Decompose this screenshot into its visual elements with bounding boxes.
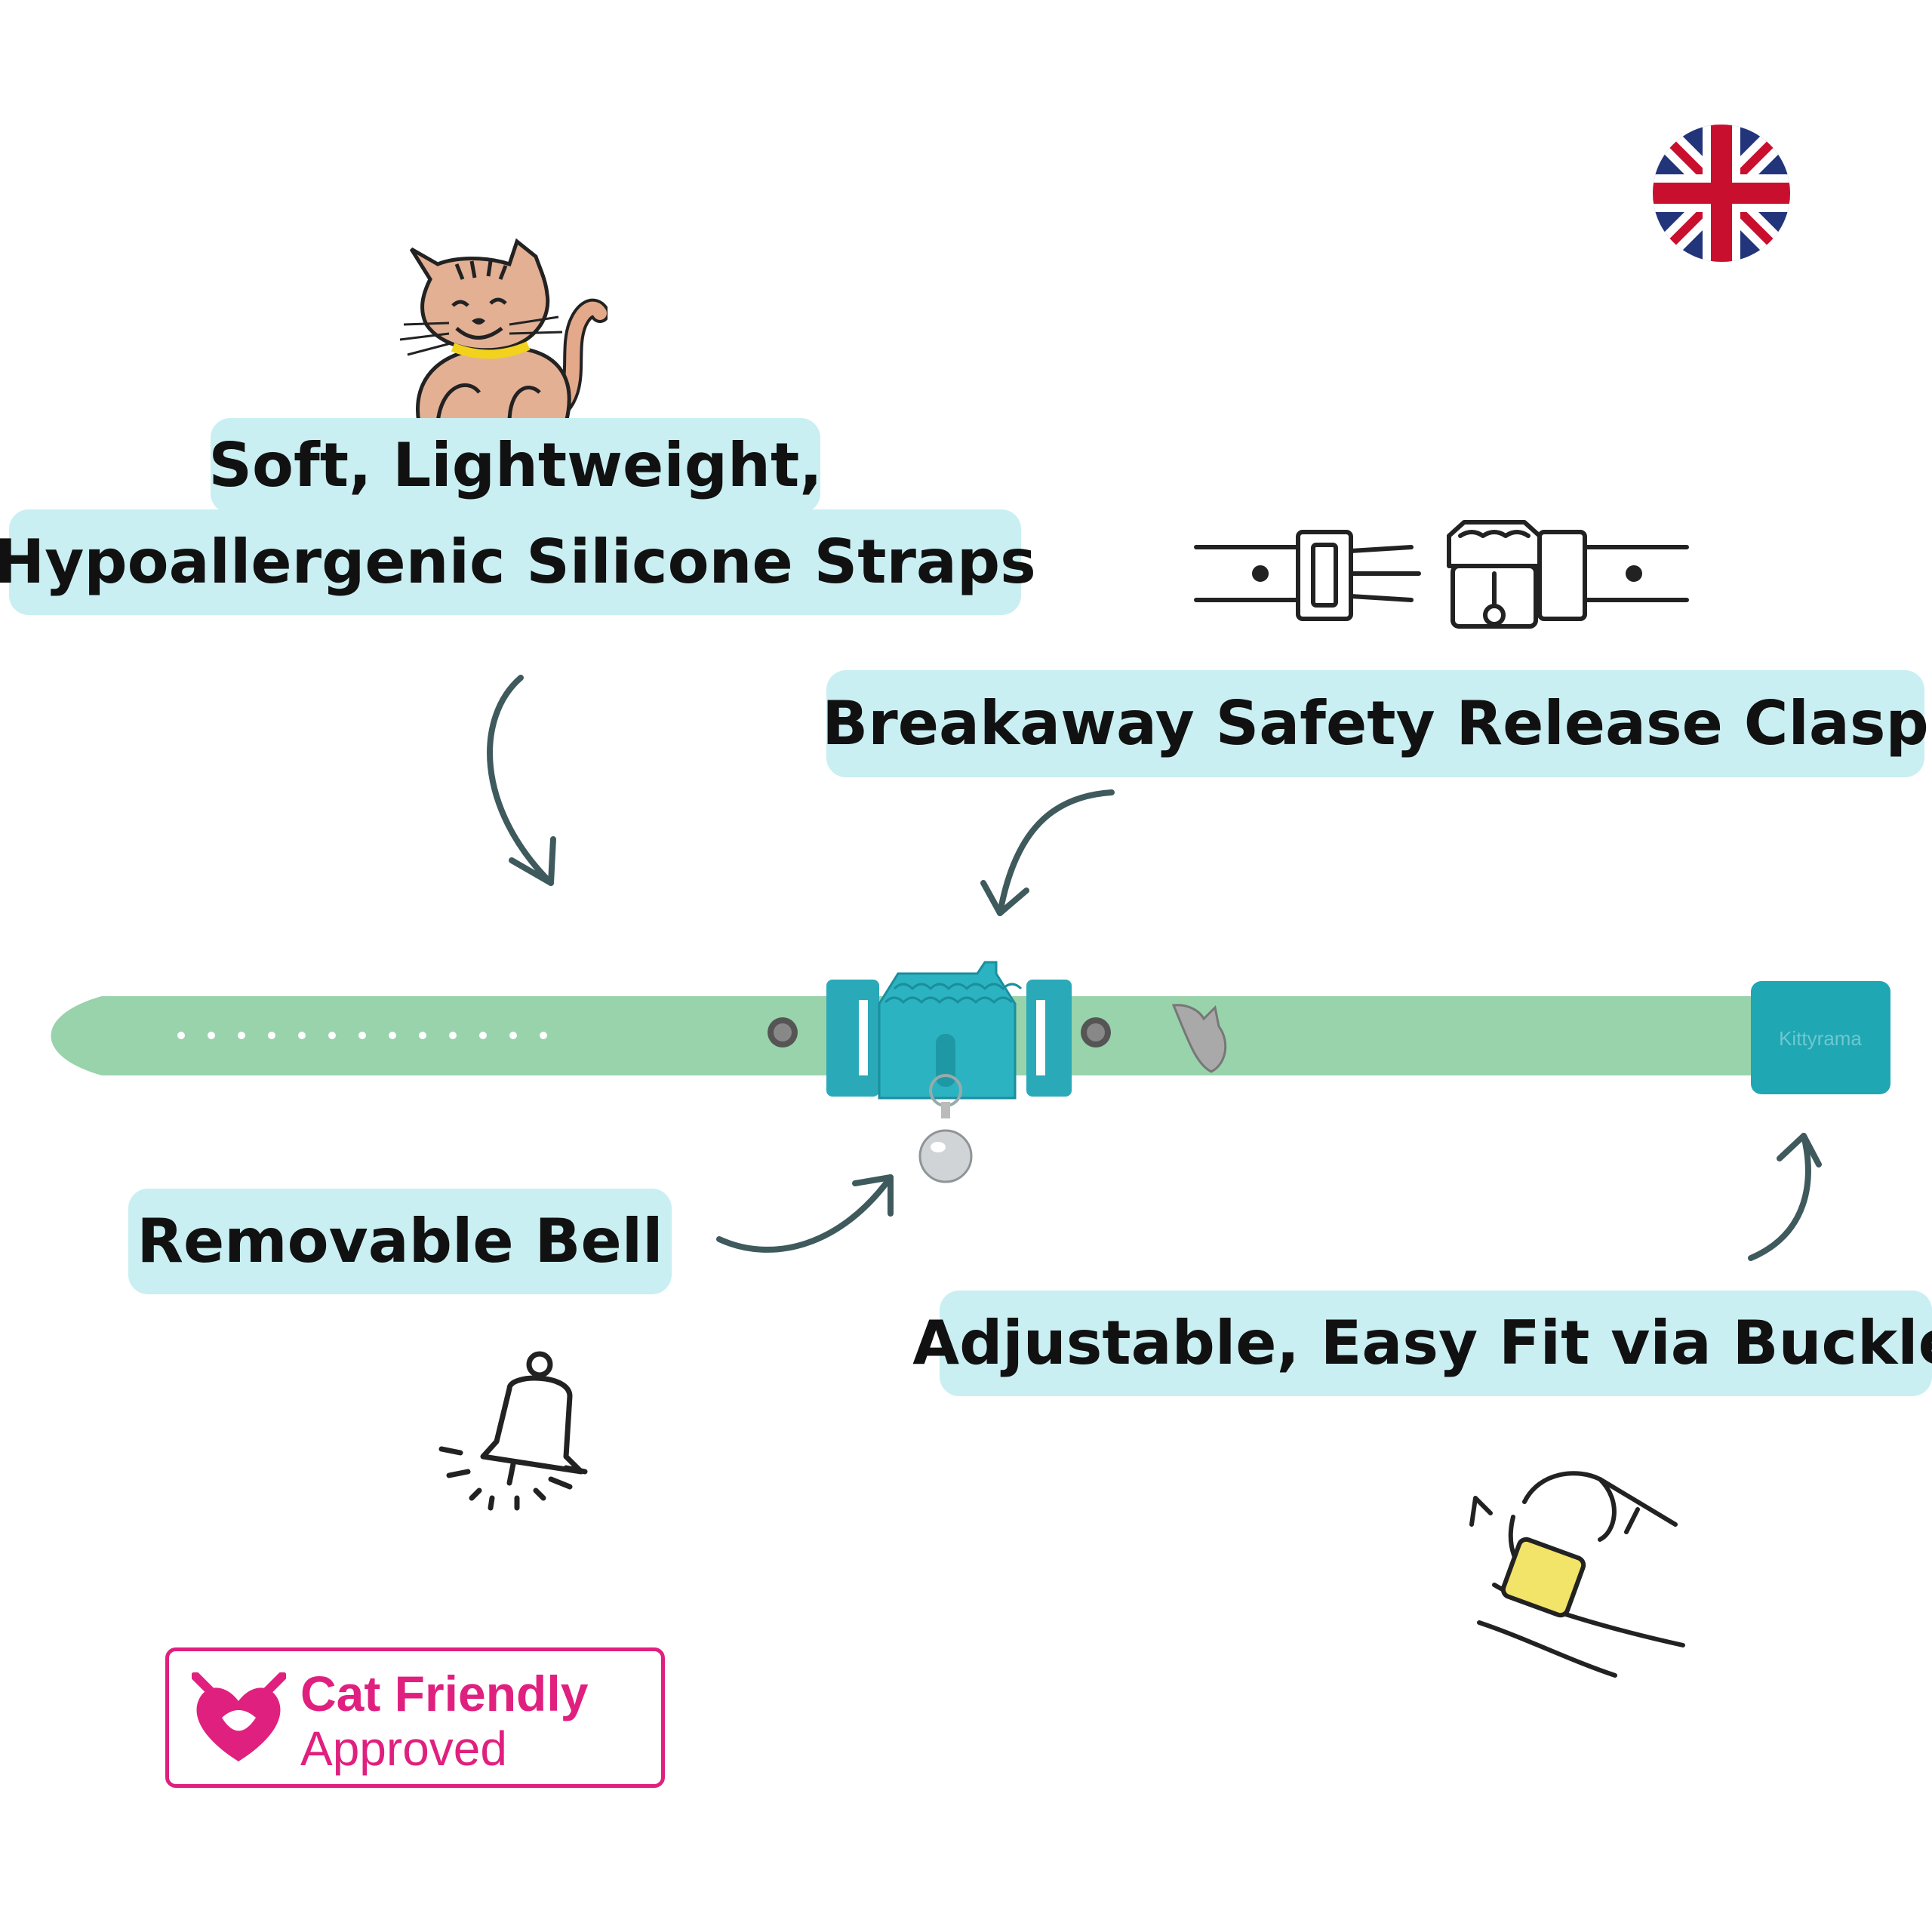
arrow-clasp-icon [977,785,1117,921]
straps-text-line2: Hypoallergenic Silicone Straps [0,527,1036,597]
straps-label-line1: Soft, Lightweight, [208,418,823,513]
badge-subtitle: Approved [300,1721,507,1776]
collar-bell [918,1129,973,1183]
hand-buckle-icon [1464,1457,1690,1683]
arrow-buckle-icon [1736,1128,1834,1264]
uk-flag-icon [1653,125,1790,262]
cat-icon [396,234,608,423]
clasp-left [826,980,879,1097]
clasp-house [878,961,1017,1100]
collar-buckle [1751,981,1890,1094]
badge-title: Cat Friendly [300,1666,589,1721]
collar-brand: Kittyrama [1779,1027,1862,1050]
buckle-text: Adjustable, Easy Fit via Buckle [912,1308,1932,1378]
straps-text-line1: Soft, Lightweight, [208,430,823,500]
strap-holes [177,1032,547,1039]
bell-text: Removable Bell [137,1206,663,1276]
collar-product: Kittyrama [42,958,1898,1192]
heart-cat-icon [192,1672,286,1767]
clasp-text: Breakaway Safety Release Clasp [822,688,1929,758]
buckle-label: Adjustable, Easy Fit via Buckle [912,1291,1932,1396]
cat-friendly-badge: Cat Friendly Approved [165,1647,665,1788]
cat-charm [1171,1004,1227,1073]
bell-icon [438,1343,596,1513]
bell-label: Removable Bell [128,1189,672,1294]
clasp-diagram-icon [1192,513,1690,641]
arrow-straps-icon [460,672,566,898]
clasp-label: Breakaway Safety Release Clasp [822,670,1929,777]
clasp-right [1026,980,1072,1097]
arrow-bell-icon [713,1162,902,1264]
straps-label-line2: Hypoallergenic Silicone Straps [0,509,1036,615]
